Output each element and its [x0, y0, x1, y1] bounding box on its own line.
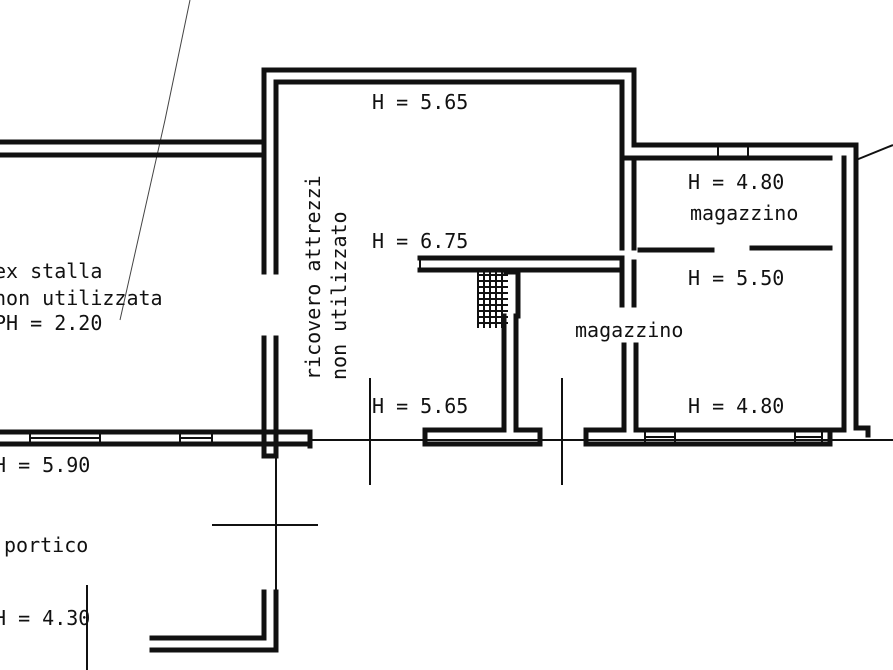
height-label-landing: H = 6.75 — [372, 229, 468, 253]
height-label-magazzino-mid: H = 5.50 — [688, 266, 784, 290]
room-label-magazzino-top: magazzino — [690, 201, 798, 225]
portico-corner — [149, 589, 279, 653]
wall-ricovero-inner — [273, 79, 833, 275]
wall-right-notch — [855, 144, 893, 161]
wall-right-outer — [853, 142, 871, 438]
wall-magazzino-lower — [621, 342, 639, 433]
height-label-ricovero-top: H = 5.65 — [372, 90, 468, 114]
walls — [0, 67, 893, 670]
wall-bottom-segment-right — [583, 427, 833, 447]
window-bottom-1 — [29, 434, 101, 442]
height-label-ricovero-bottom: H = 5.65 — [372, 394, 468, 418]
room-label-ricovero: ricovero attrezzi — [301, 175, 325, 380]
wall-bottom-segment-mid — [422, 427, 543, 447]
room-label-portico: portico — [4, 533, 88, 557]
window-bottom-2 — [179, 434, 213, 442]
wall-bottom-outer-left — [0, 429, 313, 449]
height-label-magazzino-top: H = 4.80 — [688, 170, 784, 194]
wall-stair-partition — [501, 313, 519, 433]
room-label-ex-stalla-note: non utilizzata — [0, 286, 163, 310]
wall-ricovero-left-lower — [261, 335, 279, 443]
room-label-magazzino-mid: magazzino — [575, 318, 683, 342]
stray-pencil-line — [119, 0, 191, 321]
portico-post — [261, 443, 279, 459]
height-label-portico-top: H = 5.90 — [0, 453, 90, 477]
height-label-magazzino-bottom: H = 4.80 — [688, 394, 784, 418]
stairs — [477, 269, 521, 328]
wall-landing — [417, 255, 625, 273]
wall-ricovero-outer — [261, 67, 859, 275]
height-label-ex-stalla: PH = 2.20 — [0, 311, 102, 335]
window-top-right — [717, 145, 749, 158]
height-label-portico-bottom: H = 4.30 — [0, 606, 90, 630]
room-label-ricovero-note: non utilizzato — [327, 211, 351, 380]
room-label-ex-stalla: ex stalla — [0, 259, 102, 283]
